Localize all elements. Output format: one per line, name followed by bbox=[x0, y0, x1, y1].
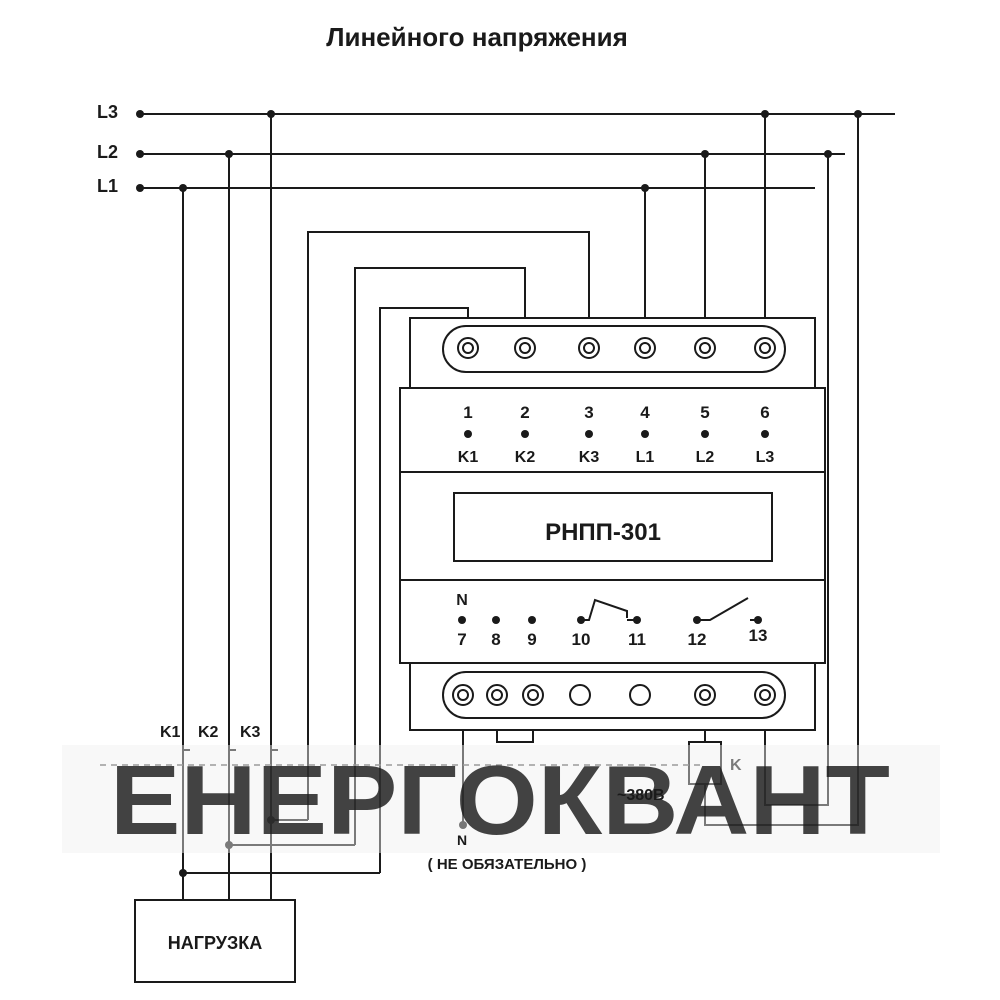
contact-label-k2: K2 bbox=[198, 724, 219, 741]
terminal-label: L2 bbox=[696, 449, 715, 466]
terminal-point bbox=[585, 430, 593, 438]
terminal-number: 3 bbox=[584, 403, 593, 422]
terminal-screw-center bbox=[639, 342, 651, 354]
terminal-number: 10 bbox=[572, 630, 591, 649]
terminal-screw-center bbox=[699, 689, 711, 701]
bus-l2-terminal bbox=[136, 150, 144, 158]
terminal-label: L1 bbox=[636, 449, 655, 466]
terminal-screw-center bbox=[699, 342, 711, 354]
voltage-label: ~380В bbox=[617, 787, 665, 804]
terminal-point bbox=[761, 430, 769, 438]
terminal-number: 6 bbox=[760, 403, 769, 422]
coil-label: K bbox=[730, 757, 742, 774]
line-label-l3: L3 bbox=[97, 102, 118, 122]
bottom-terminals: 7 8 9 10 11 12 13 bbox=[452, 616, 776, 706]
terminal-number: 7 bbox=[457, 630, 466, 649]
watermark-band bbox=[62, 745, 940, 853]
terminal-number: 1 bbox=[463, 403, 472, 422]
terminal-label: K3 bbox=[579, 449, 600, 466]
terminal-point bbox=[528, 616, 536, 624]
coil-k bbox=[688, 741, 722, 785]
terminal-point bbox=[641, 430, 649, 438]
terminal-point bbox=[464, 430, 472, 438]
coil-wires bbox=[462, 110, 862, 826]
terminal-point bbox=[701, 430, 709, 438]
optional-note: ( НЕ ОБЯЗАТЕЛЬНО ) bbox=[428, 856, 587, 873]
line-label-l2: L2 bbox=[97, 142, 118, 162]
neutral-label: N bbox=[457, 832, 467, 848]
diagram-title: Линейного напряжения bbox=[326, 22, 628, 52]
watermark-logo: ЕНЕРГОКВАНТ bbox=[110, 745, 890, 855]
line-label-l1: L1 bbox=[97, 176, 118, 196]
terminal-screw-center bbox=[462, 342, 474, 354]
terminal-n-label: N bbox=[456, 592, 468, 609]
terminal-point bbox=[521, 430, 529, 438]
terminal-number: 4 bbox=[640, 403, 650, 422]
terminal-label: L3 bbox=[756, 449, 775, 466]
terminal-screw-bottom bbox=[629, 684, 651, 706]
terminal-number: 11 bbox=[628, 630, 646, 649]
load-wires bbox=[179, 110, 380, 900]
terminal-screw-bottom bbox=[569, 684, 591, 706]
terminal-number: 13 bbox=[749, 626, 768, 645]
terminal-screw-center bbox=[759, 342, 771, 354]
terminal-screw-center bbox=[527, 689, 539, 701]
terminal-point bbox=[492, 616, 500, 624]
contact-label-k3: K3 bbox=[240, 724, 261, 741]
terminal-label: K1 bbox=[458, 449, 479, 466]
terminal-screw-center bbox=[457, 689, 469, 701]
terminal-block-top bbox=[442, 325, 786, 373]
terminal-point bbox=[458, 616, 466, 624]
bus-lines bbox=[136, 110, 895, 192]
neutral-terminal bbox=[459, 821, 467, 829]
bus-l3-terminal bbox=[136, 110, 144, 118]
terminal-number: 9 bbox=[527, 630, 536, 649]
top-terminals: 1K1 2K2 3K3 4L1 5L2 6L3 bbox=[457, 337, 776, 466]
terminal-number: 2 bbox=[520, 403, 529, 422]
terminal-number: 5 bbox=[700, 403, 709, 422]
terminal-screw-center bbox=[491, 689, 503, 701]
terminal-screw-center bbox=[519, 342, 531, 354]
load-box bbox=[134, 899, 296, 983]
load-label: НАГРУЗКА bbox=[168, 933, 262, 953]
terminal-number: 8 bbox=[491, 630, 500, 649]
terminal-screw-center bbox=[759, 689, 771, 701]
device-name: РНПП-301 bbox=[545, 519, 661, 546]
terminal-block-bottom bbox=[442, 671, 786, 719]
device-display bbox=[453, 492, 773, 562]
contact-label-k1: K1 bbox=[160, 724, 181, 741]
terminal-number: 12 bbox=[688, 630, 707, 649]
terminal-label: K2 bbox=[515, 449, 536, 466]
terminal-screw-center bbox=[583, 342, 595, 354]
bus-l1-terminal bbox=[136, 184, 144, 192]
